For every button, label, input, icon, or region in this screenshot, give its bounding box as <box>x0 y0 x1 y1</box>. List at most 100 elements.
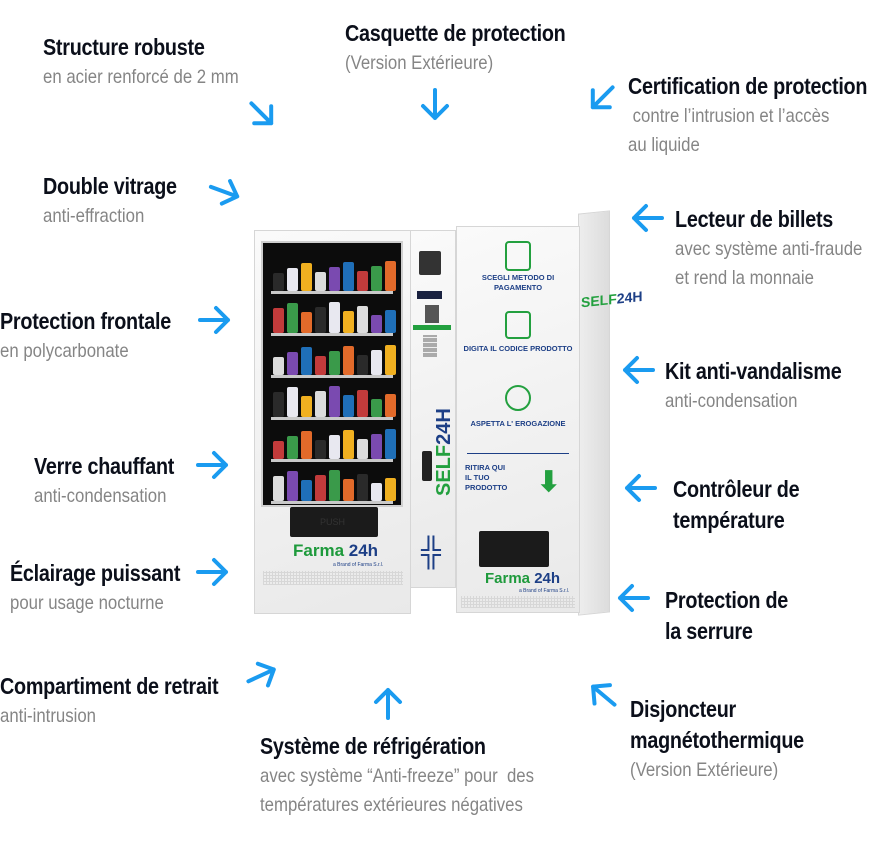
brand-logo: Farma 24h <box>293 541 379 560</box>
coin-slot[interactable] <box>425 305 439 323</box>
product <box>301 396 312 417</box>
product <box>329 302 340 333</box>
product <box>287 471 298 501</box>
feature-desc: en acier renforcé de 2 mm <box>43 66 239 88</box>
display <box>417 291 442 299</box>
product <box>371 350 382 375</box>
feature-vitrage: Double vitrage anti-effraction <box>43 171 177 231</box>
bill-reader[interactable] <box>419 251 441 275</box>
feature-title: Verre chauffant <box>34 453 175 479</box>
feature-vandalisme: Kit anti-vandalisme anti-condensation <box>665 356 842 416</box>
product <box>273 357 284 375</box>
product <box>301 263 312 291</box>
arrow-icon <box>627 198 667 238</box>
side-logo: SELF24H <box>581 287 643 311</box>
step-1: SCEGLI METODO DI PAGAMENTO <box>481 273 555 292</box>
product <box>343 311 354 333</box>
product <box>329 386 340 417</box>
arrow-icon <box>582 78 622 118</box>
product <box>343 430 354 459</box>
feature-title: Lecteur de billets <box>675 206 834 232</box>
feature-title: Certification de protection <box>628 73 868 99</box>
feature-title: Structure robuste <box>43 34 205 60</box>
side-panel: SELF24H <box>578 210 642 616</box>
arrow-icon <box>205 172 245 212</box>
feature-desc: avec système anti-fraude <box>675 238 863 260</box>
feature-desc: anti-condensation <box>34 485 167 507</box>
product <box>273 392 284 417</box>
pickup-compartment-2[interactable] <box>479 531 549 567</box>
feature-desc: anti-intrusion <box>0 705 97 727</box>
vent-grill <box>263 571 403 585</box>
arrow-icon <box>613 578 653 618</box>
step-2: DIGITA IL CODICE PRODOTTO <box>463 344 573 353</box>
product <box>287 352 298 375</box>
delivery-cabinet: SCEGLI METODO DI PAGAMENTO DIGITA IL COD… <box>456 226 580 613</box>
feature-desc: (Version Extérieure) <box>630 759 779 781</box>
product <box>343 395 354 417</box>
product <box>371 483 382 501</box>
product <box>343 479 354 501</box>
product <box>301 312 312 333</box>
product <box>329 435 340 459</box>
shelf <box>271 501 393 504</box>
arrow-icon <box>193 445 233 485</box>
arrow-icon <box>193 552 233 592</box>
feature-refrigeration: Système de réfrigération avec système “A… <box>260 731 534 820</box>
feature-desc: anti-condensation <box>665 390 798 412</box>
feature-title: Disjoncteur <box>630 696 736 722</box>
feature-title: la serrure <box>665 618 753 644</box>
feature-desc: pour usage nocturne <box>10 592 164 614</box>
feature-frontale: Protection frontale en polycarbonate <box>0 306 171 366</box>
arrow-icon <box>415 85 455 125</box>
product <box>329 470 340 501</box>
self-logo: SELF24H <box>433 408 455 496</box>
product <box>315 475 326 501</box>
product <box>301 480 312 501</box>
product-cabinet: PUSH Farma 24h a Brand of Farma S.r.l. <box>254 230 411 614</box>
feature-billets: Lecteur de billets avec système anti-fra… <box>675 204 862 293</box>
feature-casquette: Casquette de protection (Version Extérie… <box>345 18 566 78</box>
keypad[interactable] <box>423 335 437 357</box>
feature-desc: anti-effraction <box>43 205 145 227</box>
feature-title: Protection frontale <box>0 308 171 334</box>
product <box>315 307 326 333</box>
product <box>385 478 396 501</box>
shelf <box>271 291 393 294</box>
feature-desc: et rend la monnaie <box>675 267 814 289</box>
green-strip <box>413 325 451 330</box>
feature-title: Système de réfrigération <box>260 733 486 759</box>
product <box>371 434 382 459</box>
product <box>273 308 284 333</box>
lock <box>422 451 432 481</box>
product <box>287 268 298 291</box>
arrow-icon <box>618 350 658 390</box>
payment-icon <box>505 241 531 271</box>
product <box>357 306 368 333</box>
arrow-icon <box>242 94 282 134</box>
product <box>315 272 326 291</box>
feature-title: Casquette de protection <box>345 20 566 46</box>
feature-title: Kit anti-vandalisme <box>665 358 842 384</box>
pickup-compartment[interactable]: PUSH <box>290 507 378 537</box>
divider <box>467 453 569 454</box>
product <box>287 387 298 417</box>
product <box>301 431 312 459</box>
feature-desc: températures extérieures négatives <box>260 794 523 816</box>
feature-desc: en polycarbonate <box>0 340 129 362</box>
product <box>301 347 312 375</box>
shelf <box>271 333 393 336</box>
product <box>315 391 326 417</box>
feature-title: température <box>673 507 785 533</box>
product <box>273 441 284 459</box>
shelf <box>271 375 393 378</box>
feature-desc: (Version Extérieure) <box>345 52 494 74</box>
product <box>343 262 354 291</box>
product <box>385 310 396 333</box>
feature-desc: au liquide <box>628 134 700 156</box>
vent-grill-2 <box>461 596 575 608</box>
keypad-hand-icon <box>505 311 531 339</box>
feature-title: Double vitrage <box>43 173 177 199</box>
arrow-icon <box>368 683 408 723</box>
